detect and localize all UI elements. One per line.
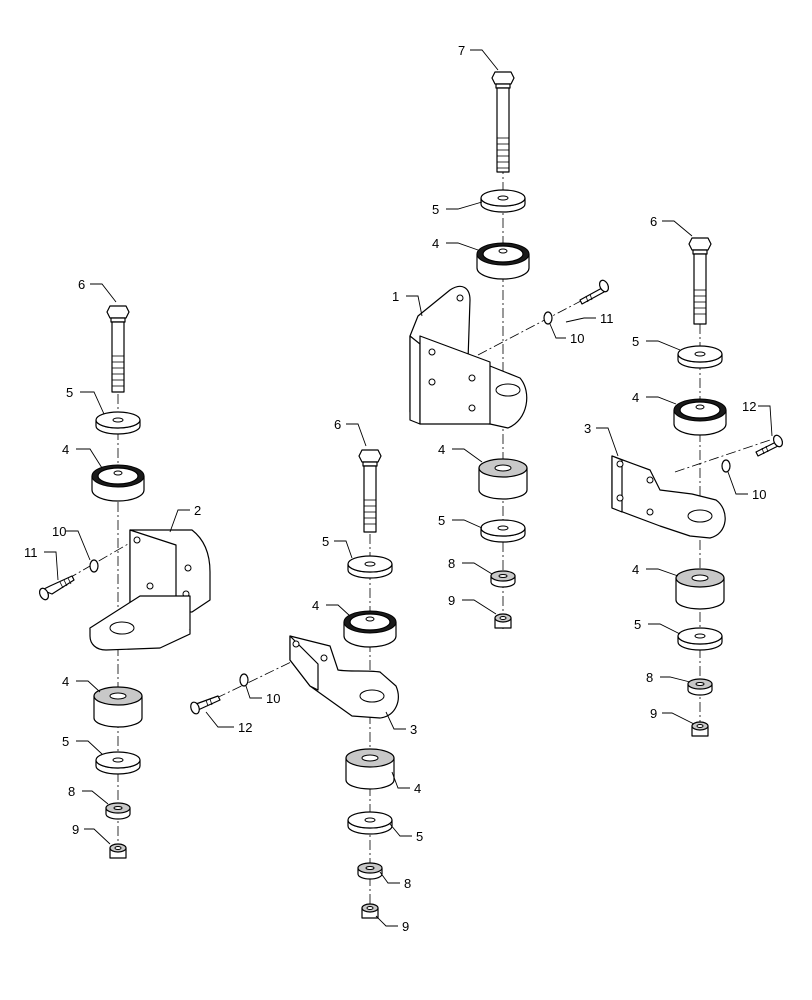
- flat-washer: [480, 189, 526, 213]
- callout-4: 4: [62, 674, 69, 689]
- callout-11: 11: [24, 545, 38, 560]
- callout-2: 2: [194, 503, 201, 518]
- callout-9: 9: [72, 822, 79, 837]
- lock-nut: [361, 903, 379, 919]
- small-washer: [105, 802, 131, 820]
- callout-5: 5: [66, 385, 73, 400]
- callout-10: 10: [752, 487, 766, 502]
- rubber-isolator: [673, 398, 727, 436]
- rubber-isolator: [343, 610, 397, 648]
- callout-10: 10: [52, 524, 66, 539]
- hex-bolt: [358, 449, 382, 533]
- callout-4: 4: [432, 236, 439, 251]
- callout-9: 9: [650, 706, 657, 721]
- mount-bracket: [289, 635, 399, 719]
- callout-4: 4: [414, 781, 421, 796]
- mount-bracket: [611, 455, 726, 539]
- callout-4: 4: [62, 442, 69, 457]
- rubber-isolator: [91, 464, 145, 502]
- callout-4: 4: [438, 442, 445, 457]
- flat-washer: [347, 555, 393, 579]
- flat-washer-lower: [480, 519, 526, 543]
- carriage-bolt: [755, 434, 784, 457]
- callout-8: 8: [68, 784, 75, 799]
- flat-washer-lower: [95, 751, 141, 775]
- callout-4: 4: [312, 598, 319, 613]
- flat-washer-lower: [347, 811, 393, 835]
- small-washer: [490, 570, 516, 588]
- callout-8: 8: [448, 556, 455, 571]
- lock-nut: [691, 721, 709, 737]
- callout-8: 8: [404, 876, 411, 891]
- mount-bracket: [409, 285, 528, 429]
- callout-5: 5: [416, 829, 423, 844]
- hex-bolt: [688, 237, 712, 325]
- right-assembly: [611, 237, 784, 737]
- flat-washer-lower: [677, 627, 723, 651]
- long-hex-bolt: [491, 71, 515, 173]
- callout-4: 4: [632, 390, 639, 405]
- callout-10: 10: [266, 691, 280, 706]
- lock-washer: [721, 459, 731, 473]
- carriage-bolt: [38, 575, 75, 601]
- callout-9: 9: [402, 919, 409, 934]
- callout-7: 7: [458, 43, 465, 58]
- callout-3: 3: [410, 722, 417, 737]
- callout-3: 3: [584, 421, 591, 436]
- carriage-bolt: [190, 695, 221, 715]
- callout-9: 9: [448, 593, 455, 608]
- callout-5: 5: [632, 334, 639, 349]
- lower-isolator: [93, 686, 143, 728]
- callout-6: 6: [650, 214, 657, 229]
- callout-6: 6: [78, 277, 85, 292]
- middle-assembly: [190, 449, 399, 919]
- flat-washer: [95, 411, 141, 435]
- leader-lines: [44, 49, 773, 927]
- callout-5: 5: [634, 617, 641, 632]
- left-assembly: [38, 305, 211, 859]
- hex-bolt: [106, 305, 130, 393]
- lower-isolator: [345, 748, 395, 790]
- callout-12: 12: [238, 720, 252, 735]
- carriage-bolt: [579, 279, 610, 305]
- callout-labels: 6 5 4 2 10 11 4 5 8 9 6 5 4 10 12 3 4 5 …: [24, 43, 766, 934]
- callout-5: 5: [62, 734, 69, 749]
- callout-10: 10: [570, 331, 584, 346]
- callout-8: 8: [646, 670, 653, 685]
- lock-washer: [89, 559, 99, 573]
- small-washer: [687, 678, 713, 696]
- callout-4: 4: [632, 562, 639, 577]
- callout-5: 5: [432, 202, 439, 217]
- flat-washer: [677, 345, 723, 369]
- callout-6: 6: [334, 417, 341, 432]
- callout-5: 5: [322, 534, 329, 549]
- callout-5: 5: [438, 513, 445, 528]
- mount-bracket: [89, 529, 211, 651]
- top-center-assembly: [409, 71, 610, 629]
- small-washer: [357, 862, 383, 880]
- lower-isolator: [478, 458, 528, 500]
- lock-nut: [109, 843, 127, 859]
- rubber-isolator: [476, 242, 530, 280]
- callout-11: 11: [600, 311, 614, 326]
- lower-isolator: [675, 568, 725, 610]
- callout-1: 1: [392, 289, 399, 304]
- lock-nut: [494, 613, 512, 629]
- lock-washer: [543, 311, 553, 325]
- callout-12: 12: [742, 399, 756, 414]
- lock-washer: [239, 673, 249, 687]
